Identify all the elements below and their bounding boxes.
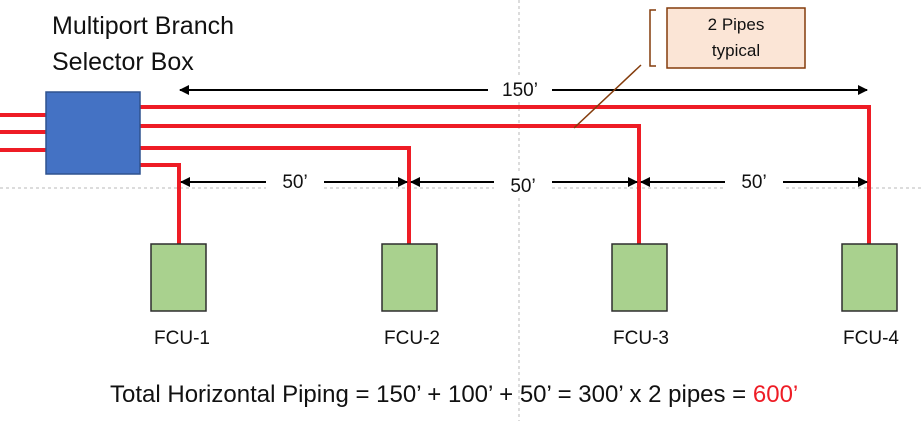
total-piping-prefix: Total Horizontal Piping = 150’ + 100’ + … [110,381,753,408]
callout-box [666,7,806,69]
callout-text-line2: typical [712,41,760,60]
dimension-label-overall: 150’ [502,80,538,101]
fcu-4-box [841,243,898,312]
callout-text-line1: 2 Pipes [708,15,765,34]
dimension-label-segment-3: 50’ [741,172,766,193]
total-piping-result: 600’ [753,381,798,408]
total-piping-equation: Total Horizontal Piping = 150’ + 100’ + … [110,381,798,408]
callout-bracket [649,9,656,67]
fcu-4-label: FCU-4 [843,328,899,349]
dimension-label-segment-2: 50’ [510,176,535,197]
fcu-3-box [611,243,668,312]
branch-pipes [140,105,871,245]
pipe-to-fcu-1 [140,163,181,245]
dimension-label-segment-1: 50’ [282,172,307,193]
fcu-3-label: FCU-3 [613,328,669,349]
incoming-pipes [0,113,46,152]
multiport-branch-selector-box [45,91,141,175]
pipe-to-fcu-3 [140,124,641,245]
fcu-1-box [150,243,207,312]
fcu-2-box [381,243,438,312]
fcu-1-label: FCU-1 [154,328,210,349]
pipe-to-fcu-4 [140,105,871,245]
fcu-2-label: FCU-2 [384,328,440,349]
selector-box-title-line2: Selector Box [52,48,194,76]
pipe-to-fcu-2 [140,146,411,245]
callout-leader-line [573,64,642,129]
selector-box-title-line1: Multiport Branch [52,12,234,40]
